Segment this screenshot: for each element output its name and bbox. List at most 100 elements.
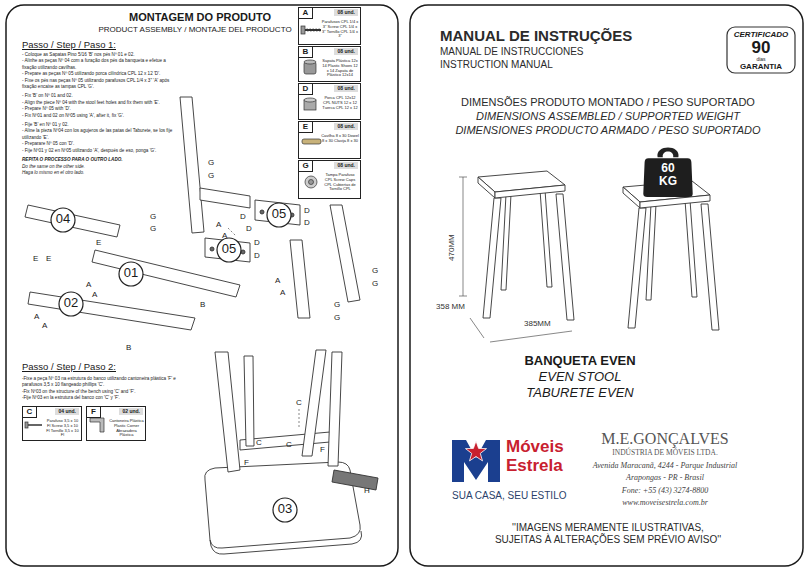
product-name: TABURETE EVEN	[420, 386, 740, 401]
part-letter: A	[275, 276, 280, 285]
part-number-circle: 01	[118, 260, 144, 288]
company-name: M.E.GONÇALVES	[580, 430, 750, 448]
dimension: 385MM	[524, 319, 551, 328]
address: Avenida Maracanã, 4244 - Parque Industri…	[570, 461, 760, 470]
part-picture	[90, 418, 104, 432]
dimension-line	[490, 331, 572, 342]
warranty-badge: CERTIFICADO90diasGARANTIA	[726, 26, 796, 74]
part-letter: G	[150, 224, 156, 233]
part-picture	[309, 180, 314, 185]
text-column: - Coloque as Sapatas Pino 5/16 'B' nos p…	[22, 52, 177, 176]
stool-drawing	[623, 187, 640, 208]
part-number-circle: 04	[50, 206, 76, 234]
address: Arapongas - PR - Brasil	[580, 473, 750, 482]
brand-name: Móveis Estrela	[506, 437, 588, 475]
stool-drawing	[556, 194, 574, 320]
weight-value: 60 KG	[653, 140, 683, 188]
stool-upside-down	[215, 352, 240, 472]
callout-number: 03	[272, 496, 298, 522]
subheading: PRODUCT ASSEMBLY / MONTAJE DEL PRODUCTO	[55, 25, 335, 34]
instruction: -Fix Nº03 on the structure of the bench …	[22, 389, 192, 395]
part-letter: G	[208, 158, 214, 167]
part-letter: C	[256, 438, 262, 447]
part-number-circle: 05	[216, 236, 242, 264]
dimension: 358 MM	[436, 302, 465, 311]
page-frame	[410, 5, 803, 566]
stool-drawing	[483, 198, 501, 318]
step-title: Passo / Step / Paso 1:	[22, 40, 116, 51]
section-heading: DIMENSIONS ASSEMBLED / SUPPORTED WEIGHT	[420, 110, 796, 123]
part-letter: E	[46, 254, 51, 263]
part-picture	[307, 28, 320, 32]
callout-number: 01	[118, 260, 144, 286]
part-letter: B	[126, 343, 131, 352]
callout-number: 04	[50, 206, 76, 232]
part-number-circle: 05	[266, 201, 292, 229]
dimension-line	[459, 296, 467, 297]
product-name: BANQUETA EVEN	[420, 354, 740, 369]
part-letter: G	[334, 300, 340, 309]
instruction: - Fix Nº01 and 02 on Nº05 using 'A', aft…	[22, 113, 177, 119]
repeat-note: REPITA O PROCESSO PARA O OUTRO LADO.	[22, 157, 177, 163]
instruction: - Coloque as Sapatas Pino 5/16 'B' nos p…	[22, 52, 177, 58]
instruction: - Prepare Nº 05 with 'D'.	[22, 106, 177, 112]
stool-upside-down	[210, 531, 362, 554]
part-picture	[28, 424, 42, 426]
stool-drawing	[628, 208, 646, 328]
instruction: - Aline la pieza Nº04 con los agujeros d…	[22, 128, 177, 141]
badge-outline	[727, 27, 795, 73]
part-letter: F	[87, 407, 101, 418]
stool-upside-down	[328, 352, 342, 466]
part-letter: E	[299, 122, 313, 133]
stool-part	[92, 250, 240, 297]
parts-box: F 02 und. Cantoneira Plástica Plastic Corn…	[86, 406, 146, 441]
quantity: 02 und.	[119, 408, 143, 415]
part-picture	[304, 98, 316, 102]
stool-drawing	[501, 194, 511, 290]
stool-drawing	[685, 200, 697, 297]
part-letter: C	[23, 407, 37, 418]
section-heading: DIMENSIONES PRODUCTO ARMADO / PESO SUPOR…	[420, 124, 796, 137]
part-letter: D	[304, 218, 310, 227]
stool-part	[290, 240, 310, 318]
part-letter: G	[372, 266, 378, 275]
stool-drawing	[646, 204, 656, 300]
badge-text: GARANTIA	[740, 62, 782, 71]
part-number-circle: 03	[272, 496, 298, 524]
disclaimer: ''IMAGENS MERAMENTE ILUSTRATIVAS, SUJEIT…	[463, 522, 753, 545]
instruction: - Align the piece Nº 04 with the stool f…	[22, 100, 177, 106]
parts-box: G08 und.Tampa Parafuso CPL Screw Caps CP…	[298, 160, 361, 199]
part-letter: B	[200, 300, 205, 309]
quantity: 08 und.	[334, 9, 358, 16]
part-letter: D	[254, 238, 260, 247]
callout-number: 05	[216, 236, 242, 262]
page-frame	[6, 5, 398, 566]
part-letter: D	[246, 224, 252, 233]
stool-part	[210, 247, 214, 251]
part-letter: A	[299, 8, 313, 19]
quantity: 08 und.	[334, 123, 358, 130]
parts-box: B08 und.Sapata Plástica 12x 14 Plastic S…	[298, 46, 361, 82]
stool-part	[25, 205, 120, 237]
quantity: 08 und.	[334, 85, 358, 92]
stool-upside-down	[332, 470, 378, 490]
stool-drawing	[495, 185, 565, 198]
parts-box: A08 und.Parafusos CPL 1/4 x 3" Screw CPL…	[298, 7, 361, 45]
part-letter: H	[364, 486, 370, 495]
part-description: Cantoneira Plástica Plastic Corner Abraz…	[109, 419, 144, 438]
screw-hint	[299, 409, 300, 428]
part-letter: D	[240, 212, 246, 221]
part-picture	[304, 60, 316, 64]
stool-drawing	[623, 181, 719, 330]
repeat-note: Do the same on the other side.	[22, 164, 177, 170]
repeat-note: Haga lo mismo en el otro lado.	[22, 170, 177, 176]
stool-part	[180, 97, 204, 233]
instruction: - Alinhe as peças Nº 04 com a furação do…	[22, 58, 177, 71]
dimension-line	[459, 177, 467, 178]
brand-logo	[452, 440, 500, 482]
page-frame	[6, 5, 803, 566]
instruction: - Prepare as peças Nº 05 utilizando porc…	[22, 71, 177, 77]
part-letter: A	[92, 290, 97, 299]
